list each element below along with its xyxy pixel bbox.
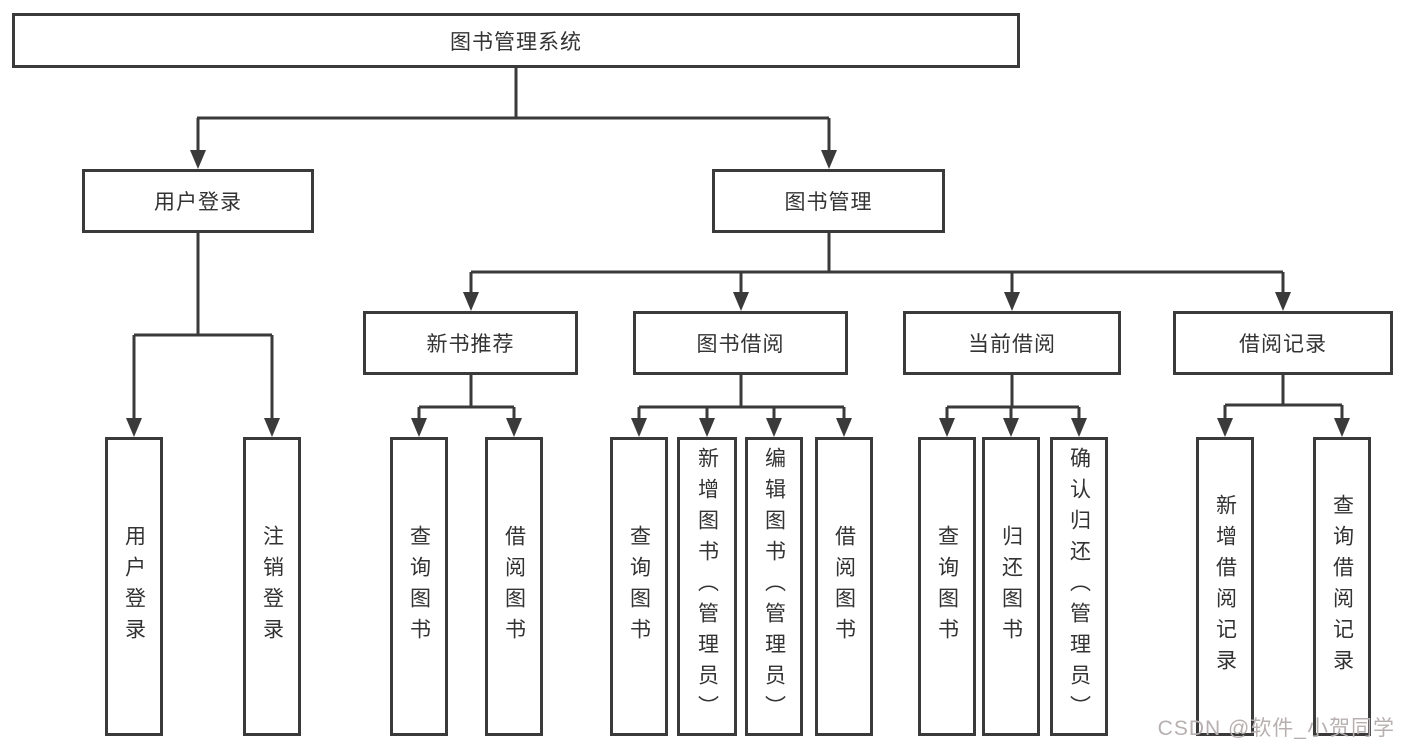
node-book-borrow-label: 图书借阅 xyxy=(696,333,785,356)
node-borrow-records: 借阅记录 xyxy=(1173,311,1393,375)
node-user-login: 用户登录 xyxy=(82,169,314,233)
leaf-logout-login: 注销登录 xyxy=(243,437,301,736)
node-new-book-recommend: 新书推荐 xyxy=(363,311,578,375)
leaf-borrow-books-borrow: 借阅图书 xyxy=(815,437,873,736)
leaf-user-login: 用户登录 xyxy=(105,437,163,736)
leaf-query-books-current: 查询图书 xyxy=(918,437,976,736)
leaf-user-login-label: 用户登录 xyxy=(122,524,146,649)
leaf-edit-book-admin: 编辑图书（管理员） xyxy=(745,437,803,736)
node-borrow-records-label: 借阅记录 xyxy=(1239,333,1327,356)
leaf-confirm-return-admin: 确认归还（管理员） xyxy=(1050,437,1108,736)
leaf-edit-book-admin-label: 编辑图书（管理员） xyxy=(762,447,786,726)
node-new-book-recommend-label: 新书推荐 xyxy=(426,333,515,356)
leaf-query-books-recommend: 查询图书 xyxy=(390,437,448,736)
leaf-logout-login-label: 注销登录 xyxy=(260,524,284,649)
node-current-borrow-label: 当前借阅 xyxy=(968,333,1056,356)
node-book-borrow: 图书借阅 xyxy=(633,311,848,375)
leaf-query-books-borrow: 查询图书 xyxy=(610,437,668,736)
node-book-management-label: 图书管理 xyxy=(784,191,873,214)
watermark: CSDN @软件_小贺同学 xyxy=(1157,717,1395,740)
leaf-borrow-books-recommend: 借阅图书 xyxy=(485,437,543,736)
leaf-return-books: 归还图书 xyxy=(982,437,1040,736)
leaf-confirm-return-admin-label: 确认归还（管理员） xyxy=(1067,447,1091,726)
leaf-borrow-books-borrow-label: 借阅图书 xyxy=(832,524,856,649)
leaf-add-book-admin-label: 新增图书（管理员） xyxy=(695,447,719,726)
leaf-query-borrow-record-label: 查询借阅记录 xyxy=(1330,493,1354,680)
node-root: 图书管理系统 xyxy=(12,13,1020,68)
node-current-borrow: 当前借阅 xyxy=(903,311,1121,375)
node-user-login-label: 用户登录 xyxy=(154,191,242,214)
leaf-query-books-current-label: 查询图书 xyxy=(935,524,959,649)
leaf-query-books-recommend-label: 查询图书 xyxy=(407,524,431,649)
leaf-borrow-books-recommend-label: 借阅图书 xyxy=(502,524,526,649)
leaf-add-book-admin: 新增图书（管理员） xyxy=(677,437,737,736)
leaf-query-books-borrow-label: 查询图书 xyxy=(627,524,651,649)
node-book-management: 图书管理 xyxy=(712,169,945,233)
leaf-add-borrow-record: 新增借阅记录 xyxy=(1196,437,1254,736)
leaf-return-books-label: 归还图书 xyxy=(999,524,1023,649)
node-root-label: 图书管理系统 xyxy=(450,30,582,54)
leaf-query-borrow-record: 查询借阅记录 xyxy=(1313,437,1371,736)
leaf-add-borrow-record-label: 新增借阅记录 xyxy=(1213,493,1237,680)
